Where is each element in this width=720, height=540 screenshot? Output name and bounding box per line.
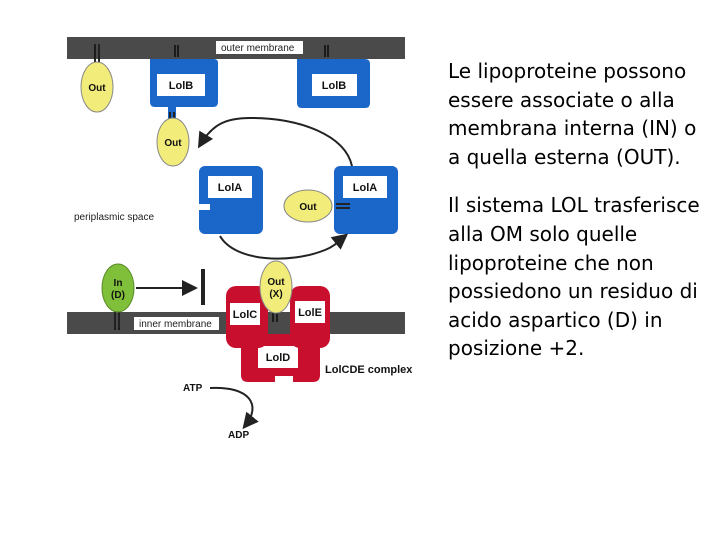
explanation-text: Le lipoproteine possono essere associate… — [448, 57, 708, 363]
inner-membrane-label-box — [134, 317, 219, 330]
outer-membrane-label-box — [216, 41, 303, 54]
lolc: LolC — [226, 286, 268, 348]
lolcde-complex-label: LolCDE complex — [325, 364, 413, 376]
lola-left-label: LolA — [218, 182, 242, 194]
paragraph-lol-system: Il sistema LOL trasferisce alla OM solo … — [448, 193, 700, 361]
lole: LolE — [290, 286, 330, 348]
paragraph-localization: Le lipoproteine possono essere associate… — [448, 59, 697, 169]
in-lipoprotein: In (D) — [101, 263, 135, 328]
lolb-right: LolB — [297, 59, 370, 108]
lola-right: LolA — [334, 166, 398, 234]
lole-label: LolE — [298, 307, 322, 319]
adp-label: ADP — [228, 430, 249, 441]
periplasmic-space-label: periplasmic space — [74, 212, 154, 223]
arrow-lolcde-to-lola — [219, 233, 349, 260]
out-lipoprotein-lola: Out — [283, 189, 333, 223]
inner-membrane-label: inner membrane — [139, 319, 212, 330]
out-lolb-label: Out — [164, 138, 182, 149]
in-label: In — [114, 278, 123, 289]
outer-membrane-ticks — [94, 45, 329, 57]
atp-label: ATP — [183, 383, 203, 394]
lolc-label: LolC — [233, 309, 257, 321]
out-lipoprotein-lolb: Out — [156, 112, 190, 167]
arrow-lola-to-lolb — [197, 116, 353, 167]
in-sub-label: (D) — [111, 290, 125, 301]
out-x-lipoprotein: Out (X) — [259, 260, 293, 314]
lold-label: LolD — [266, 352, 290, 364]
lola-right-label: LolA — [353, 182, 377, 194]
lolb-left-label: LolB — [169, 80, 193, 92]
lolb-left: LolB — [150, 59, 218, 122]
outer-membrane: outer membrane — [67, 37, 405, 59]
lola-left: LolA — [196, 166, 263, 234]
blocked-arrow — [136, 269, 205, 305]
out-x-sub-label: (X) — [269, 289, 282, 300]
outer-membrane-label: outer membrane — [221, 43, 295, 54]
arrow-atp-to-adp — [209, 386, 259, 430]
lolcde-complex: LolD LolC LolE — [226, 286, 330, 382]
out-lola-label: Out — [299, 202, 317, 213]
out-x-label: Out — [267, 277, 285, 288]
out-om-label: Out — [88, 83, 106, 94]
lolb-right-label: LolB — [322, 80, 346, 92]
